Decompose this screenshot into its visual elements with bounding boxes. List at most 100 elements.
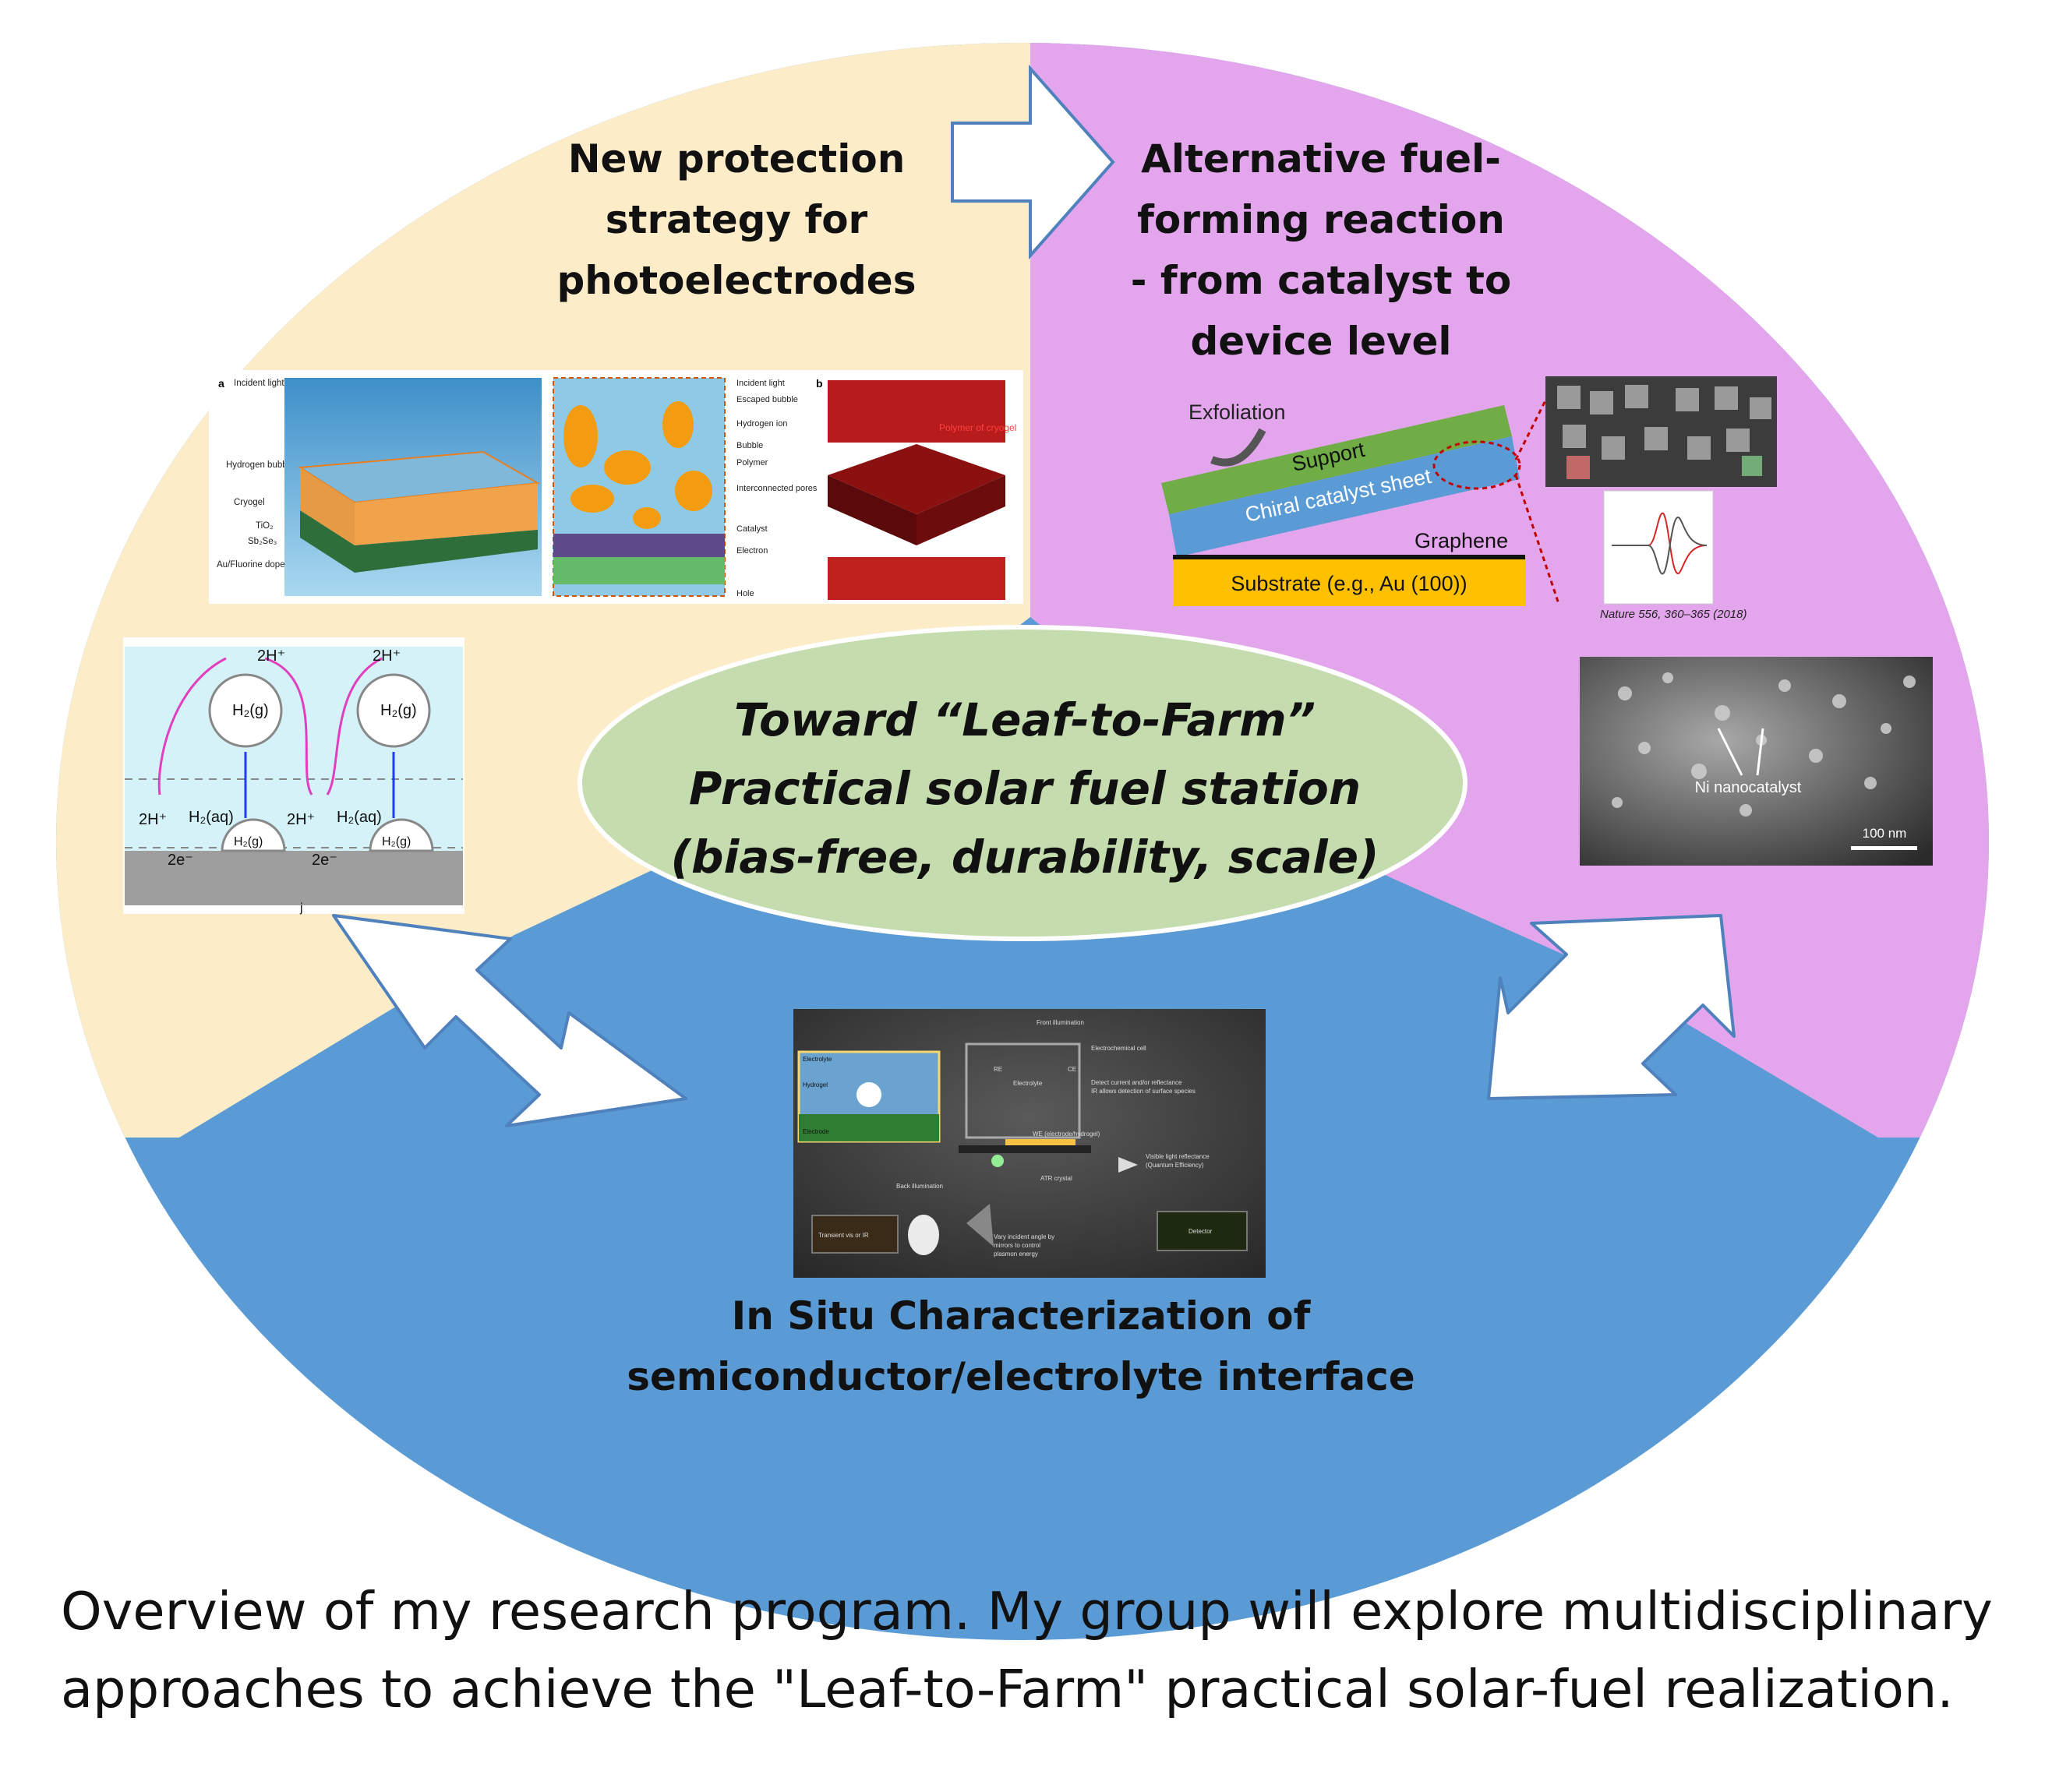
protection-heading-line: strategy for <box>605 197 868 242</box>
surface-bubble-left <box>221 818 286 852</box>
atr-crystal-label: ATR crystal <box>1040 1175 1072 1182</box>
setup-figure: Front illumination Electrochemical cell … <box>793 1009 1266 1278</box>
catalyst-sheet-layer <box>1169 436 1520 557</box>
re-label: RE <box>994 1066 1002 1073</box>
proton-label-top-right: 2H⁺ <box>373 647 401 665</box>
substrate-label: Substrate (e.g., Au (100)) <box>1231 572 1467 595</box>
surface-bubble-right <box>369 818 434 852</box>
exfoliation-arrow <box>1210 428 1266 467</box>
ce-label: CE <box>1068 1066 1076 1073</box>
bubble-label: Bubble <box>736 441 763 450</box>
interconnected-pores-label: Interconnected pores <box>736 484 818 493</box>
chiral-catalyst-figure: Exfoliation Support Chiral catalyst shee… <box>1161 376 1777 621</box>
cryogel-label: Cryogel <box>234 498 265 507</box>
back-illumination-label: Back illumination <box>896 1183 943 1190</box>
cryogel-right-labels: Incident light Escaped bubble Hydrogen i… <box>736 379 818 598</box>
absorber-band <box>553 557 725 584</box>
h2-gas-label-left: H₂(g) <box>232 702 269 719</box>
fuel-heading-line: - from catalyst to <box>1130 258 1512 303</box>
proton-label-bottom-mid: 2H⁺ <box>287 811 315 828</box>
zoom-circle <box>1432 440 1521 490</box>
characterization-heading: In Situ Characterization of semiconducto… <box>561 1286 1481 1407</box>
protection-heading-line: New protection <box>567 136 906 182</box>
exfoliation-label: Exfoliation <box>1189 400 1286 424</box>
catalyst-band <box>553 534 725 557</box>
fuel-heading-line: Alternative fuel- <box>1141 136 1501 182</box>
arrow-protection-to-fuel <box>951 64 1115 260</box>
hole-label: Hole <box>736 589 754 598</box>
caption-line: Overview of my research program. My grou… <box>61 1581 1993 1642</box>
electrochemical-cell <box>965 1042 1081 1139</box>
characterization-heading-line: In Situ Characterization of <box>731 1293 1311 1339</box>
plasmon-label: plasmon energy <box>994 1251 1038 1258</box>
fuel-reaction-heading: Alternative fuel- forming reaction - fro… <box>1068 129 1574 372</box>
fuel-heading-line: forming reaction <box>1137 197 1505 242</box>
incident-light-label: Incident light <box>234 379 284 388</box>
bubble-electrode <box>125 851 463 905</box>
figure-caption: Overview of my research program. My grou… <box>61 1572 2009 1728</box>
polymer-of-cryogel-label: Polymer of cryogel <box>939 422 1016 433</box>
cryogel-micro-bottom <box>828 557 1005 600</box>
cryogel-micro-side <box>828 475 917 545</box>
sem-scale-label: 100 nm <box>1863 826 1907 841</box>
cryogel-micro-top <box>828 380 1005 443</box>
particle-highlight-green <box>1742 456 1762 476</box>
panel-b-label: b <box>816 377 823 390</box>
quantum-efficiency-label: (Quantum Efficiency) <box>1146 1162 1204 1169</box>
sem-image <box>1580 657 1933 866</box>
electron-label: Electron <box>736 546 768 556</box>
atr-crystal <box>959 1145 1091 1153</box>
center-line: Practical solar fuel station <box>688 762 1362 815</box>
electron-label-right: 2e⁻ <box>312 852 337 869</box>
transient-source-box <box>811 1215 899 1254</box>
center-goal-text: Toward “Leaf-to-Farm” Practical solar fu… <box>577 686 1473 891</box>
support-layer <box>1161 405 1512 514</box>
cell-electrolyte-label: Electrolyte <box>1013 1080 1043 1087</box>
center-ellipse <box>577 625 1468 941</box>
ir-detection-label: IR allows detection of surface species <box>1091 1088 1196 1095</box>
reflectance-arrow <box>1118 1157 1138 1173</box>
mirrors-label: mirrors to control <box>994 1242 1040 1249</box>
h2-gas-label-right: H₂(g) <box>380 702 417 719</box>
bubble-figure: 2H⁺ 2H⁺ H₂(g) H₂(g) 2H⁺ 2H⁺ H₂(aq) H₂(aq… <box>123 637 464 915</box>
front-illumination-label: Front illumination <box>1037 1019 1084 1026</box>
detector-box <box>1157 1211 1248 1251</box>
sem-figure: Ni nanocatalyst 100 nm <box>1580 657 1933 866</box>
cd-spectrum-plot <box>1603 490 1714 605</box>
cryogel-micro-front <box>917 475 1005 545</box>
caption-line: approaches to achieve the "Leaf-to-Farm"… <box>61 1659 1954 1720</box>
electrochemical-cell-label: Electrochemical cell <box>1091 1045 1146 1052</box>
h2-gas-surface-left: H₂(g) <box>234 835 263 848</box>
setup-labels: Front illumination Electrochemical cell … <box>803 1019 1213 1258</box>
substrate-layer <box>1173 559 1525 606</box>
gas-bubble-left <box>208 673 283 748</box>
sem-scale-bar <box>1851 846 1917 850</box>
inset-electrolyte-label: Electrolyte <box>803 1056 832 1063</box>
cryogel-front <box>355 483 538 545</box>
proton-path-left <box>264 657 313 795</box>
protection-heading-line: photoelectrodes <box>556 258 917 303</box>
particle-squares <box>1557 385 1771 460</box>
center-line: Toward “Leaf-to-Farm” <box>733 693 1316 746</box>
catalyst-label: Catalyst <box>736 524 768 534</box>
h2-aq-label-right: H₂(aq) <box>337 809 382 826</box>
mirror <box>966 1204 994 1247</box>
proton-path-far <box>157 657 227 795</box>
fuel-heading-line: device level <box>1190 319 1452 364</box>
we-label: WE (electrode/hydrogel) <box>1033 1131 1100 1138</box>
lamp-glow <box>908 1215 939 1255</box>
proton-label-bottom-left: 2H⁺ <box>139 811 167 828</box>
gas-bubble-right <box>356 673 431 748</box>
nature-citation: Nature 556, 360–365 (2018) <box>1600 608 1747 621</box>
hydrogen-bubble-label: Hydrogen bubble <box>226 460 295 470</box>
panel-a-label: a <box>218 377 224 390</box>
cryogel-micro-3d <box>828 444 1005 514</box>
escaped-bubble-label: Escaped bubble <box>736 395 798 404</box>
particle-highlight-red <box>1566 456 1590 479</box>
inset-bubble <box>856 1082 881 1107</box>
cryogel-figure: a Incident light Hydrogen bubble Cryogel… <box>209 370 1023 604</box>
transient-label: Transient vis or IR <box>818 1232 869 1239</box>
visible-reflectance-label: Visible light reflectance <box>1146 1153 1210 1160</box>
vary-angle-label: Vary incident angle by <box>994 1233 1054 1240</box>
